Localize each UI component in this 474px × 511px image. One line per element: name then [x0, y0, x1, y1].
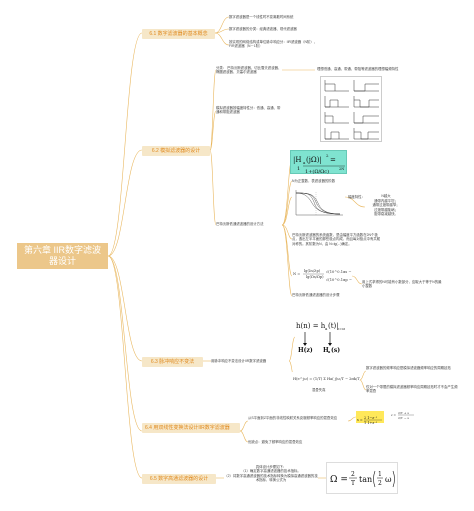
b2-summary: 巴特沃斯低通滤波器的设计步骤 — [292, 293, 340, 297]
branch-6-5-label: 6.5 数字高通滤波器的设计 — [149, 476, 209, 482]
b1-item-3: 按实现的网络结构或单位脉冲响应分：IIR滤波器（N阶）、FIR滤波器（N－1阶） — [229, 40, 318, 49]
branch-6-4[interactable]: 6.4 用双线性变换法设计IIR数字滤波器 — [142, 423, 240, 433]
svg-text:s =: s = — [357, 418, 363, 422]
svg-text:1: 1 — [297, 166, 300, 172]
n-note-1: N越大 — [381, 194, 391, 198]
branch-6-3-label: 6.3 脉冲响应不变法 — [150, 359, 195, 365]
svg-text:T: T — [351, 480, 355, 487]
svg-text:=: = — [330, 156, 336, 164]
svg-text:2/T + s: 2/T + s — [398, 411, 409, 415]
b2-classify: 分类： 巴特沃斯滤波器、切比雪夫滤波器、椭圆滤波器、贝塞尔滤波器 — [216, 66, 282, 75]
svg-text:lg(Ωs/Ωp): lg(Ωs/Ωp) — [306, 275, 324, 279]
n-note-4: 过渡带越陡峭； — [374, 207, 398, 212]
svg-text:z =: z = — [391, 413, 397, 417]
branch-6-4-label: 6.4 用双线性变换法设计IIR数字滤波器 — [145, 425, 230, 431]
svg-text:H(z): H(z) — [298, 347, 313, 354]
svg-text:N =: N = — [293, 272, 300, 276]
b2-ideal: 理想低通、高通、带通、带阻等滤波器的理想幅频特性 — [317, 67, 399, 71]
svg-text:2: 2 — [378, 480, 382, 487]
n-note-5: 阻带衰减越快。 — [374, 212, 398, 217]
b3-alias-label: 混叠失真 — [312, 388, 326, 392]
svg-text:Ω =: Ω = — [330, 475, 348, 485]
b5-steps-title: 具体设计步骤如下： — [255, 465, 287, 469]
n-notes: N越大 通带内越平坦； 通带过渡带越窄； 过渡带越陡峭； 阻带衰减越快。 — [366, 194, 406, 217]
svg-text:h(n) = h: h(n) = h — [296, 322, 326, 330]
svg-text:2: 2 — [326, 153, 329, 158]
svg-text:√(10^0.1αs − 1): √(10^0.1αs − 1) — [326, 270, 352, 274]
n-note-2: 通带内越平坦； — [374, 198, 398, 203]
svg-text:lg(λs/λp): lg(λs/λp) — [304, 269, 321, 273]
b2-design: 巴特沃斯低通滤波器的设计方法 — [216, 222, 264, 226]
svg-text:a: a — [325, 326, 328, 331]
b2-design-text: 巴特沃斯滤波器的系统函数，是由幅度平方函数在2N个极点，逸出左半平面的那些极点构… — [292, 233, 381, 246]
b5-steps: 具体设计步骤如下： （1）确定数字高通滤波器的技术指标。 （2）将数字高通滤波器… — [224, 465, 318, 483]
butterworth-formula-graphic: |H a (jΩ)| 2 = 1 1+(Ω/Ωc) 2N — [293, 153, 345, 175]
svg-text:√(10^0.1αp − 1): √(10^0.1αp − 1) — [326, 278, 352, 282]
bilinear-formula: s = 2 1−z⁻¹ T 1+z⁻¹ — [356, 411, 384, 425]
svg-text:H(e^jω) = (1/T) Σ Ha( j(ω/T −: H(e^jω) = (1/T) Σ Ha( j(ω/T − 2πk/T) ) — [293, 377, 360, 381]
b3-main: 用脉冲响应不变法设计IIR数字滤波器 — [211, 359, 267, 363]
branch-6-1-label: 6.1 数字滤波器的基本概念 — [149, 31, 208, 37]
prewarp-formula-graphic: Ω = 2 T tan 1 2 ω — [330, 470, 395, 488]
svg-text:(t)|: (t)| — [328, 322, 339, 330]
order-formula-graphic: N = lg(λs/λp) lg(Ωs/Ωp) √(10^0.1αs − 1) … — [293, 269, 357, 282]
b3-mapping-note: 数字滤波器的频率响应是模拟滤波器频率响应的周期延拓 — [366, 366, 451, 370]
b2-band: 模拟滤波器按幅度特性分：低通、高通、带通和带阻滤波器 — [216, 106, 281, 115]
svg-text:|H: |H — [293, 156, 301, 164]
branch-6-2-label: 6.2 模拟滤波器的设计 — [151, 148, 201, 154]
branch-6-2[interactable]: 6.2 模拟滤波器的设计 — [142, 146, 210, 156]
b4-item-2: 优缺点：避免了频率响应的混叠效应 — [248, 440, 303, 444]
b5-step-1: （1）确定数字高通滤波器的技术指标。 — [241, 469, 301, 474]
svg-text:H: H — [323, 347, 329, 354]
impulse-invariance-graphic: h(n) = h a (t)| t=nT H(z) H a (s) — [296, 322, 346, 354]
branch-6-5[interactable]: 6.5 数字高通滤波器的设计 — [142, 474, 216, 484]
ideal-response-graphs — [324, 80, 379, 140]
svg-text:tan: tan — [359, 475, 372, 484]
prewarp-formula: Ω = 2 T tan 1 2 ω — [326, 462, 398, 494]
b1-item-1: 数字滤波器是一个线性时不变离散时间系统 — [229, 15, 294, 19]
b2-formula-note: 用上式求得的N可能有小数部分，应取大于等于N的最小整数 — [362, 280, 442, 289]
svg-text:T 1+z⁻¹: T 1+z⁻¹ — [364, 421, 378, 425]
order-formula: N = lg(λs/λp) lg(Ωs/Ωp) √(10^0.1αs − 1) … — [292, 266, 357, 286]
branch-6-1[interactable]: 6.1 数字滤波器的基本概念 — [142, 29, 215, 39]
aliasing-formula-graphic: H(e^jω) = (1/T) Σ Ha( j(ω/T − 2πk/T) ) — [293, 377, 364, 381]
bilinear-inverse-graphic: z = 2/T + s 2/T − s — [391, 411, 414, 420]
b3-alias-note: 仅对一个带限的模拟滤波器频率响应周期延拓时才不会产生频率混叠 — [366, 385, 458, 394]
bilinear-formula-graphic: s = 2 1−z⁻¹ T 1+z⁻¹ — [357, 416, 382, 425]
svg-text:2: 2 — [351, 471, 355, 478]
root-title: 第六章 IIR数字滤波器设计 — [23, 245, 101, 266]
svg-text:1+(Ω/Ωc): 1+(Ω/Ωc) — [305, 168, 329, 175]
b5-step-2: （2）将数字高通滤波器的技术指标转换为模拟高通滤波器的技术指标，转换公式为 — [224, 473, 318, 483]
magnitude-plot-graphic — [295, 190, 343, 216]
impulse-invariance-formula: h(n) = h a (t)| t=nT H(z) H a (s) — [295, 318, 346, 356]
aliasing-formula: H(e^jω) = (1/T) Σ Ha( j(ω/T − 2πk/T) ) — [292, 372, 364, 386]
b2-n-param: N为正整数，表滤波器的阶数 — [292, 179, 336, 183]
n-note-3: 通带过渡带越窄； — [372, 203, 400, 208]
svg-text:2 1−z⁻¹: 2 1−z⁻¹ — [364, 416, 378, 420]
ideal-response-thumbnails — [320, 76, 382, 142]
b1-item-2: 数字滤波器的分类：经典滤波器、现代滤波器 — [229, 27, 297, 31]
svg-text:1: 1 — [378, 471, 382, 478]
svg-text:(s): (s) — [331, 347, 340, 354]
branch-6-3[interactable]: 6.3 脉冲响应不变法 — [142, 357, 203, 367]
svg-text:2/T − s: 2/T − s — [398, 416, 409, 420]
svg-text:2N: 2N — [339, 167, 344, 171]
svg-text:a: a — [328, 350, 331, 354]
svg-text:a: a — [303, 160, 306, 165]
svg-text:ω: ω — [385, 475, 392, 484]
b2-mag-label: 幅度特性： — [348, 195, 365, 199]
svg-text:(jΩ)|: (jΩ)| — [306, 156, 322, 164]
b4-item-1: 从S平面到Z平面的非线性映射关系克服频率响应的混叠效应 — [248, 416, 338, 420]
svg-text:t=nT: t=nT — [338, 327, 345, 331]
bilinear-inverse-formula: z = 2/T + s 2/T − s — [390, 409, 416, 425]
magnitude-plot — [292, 188, 345, 218]
butterworth-formula: |H a (jΩ)| 2 = 1 1+(Ω/Ωc) 2N — [290, 150, 347, 175]
root-topic[interactable]: 第六章 IIR数字滤波器设计 — [17, 243, 108, 269]
